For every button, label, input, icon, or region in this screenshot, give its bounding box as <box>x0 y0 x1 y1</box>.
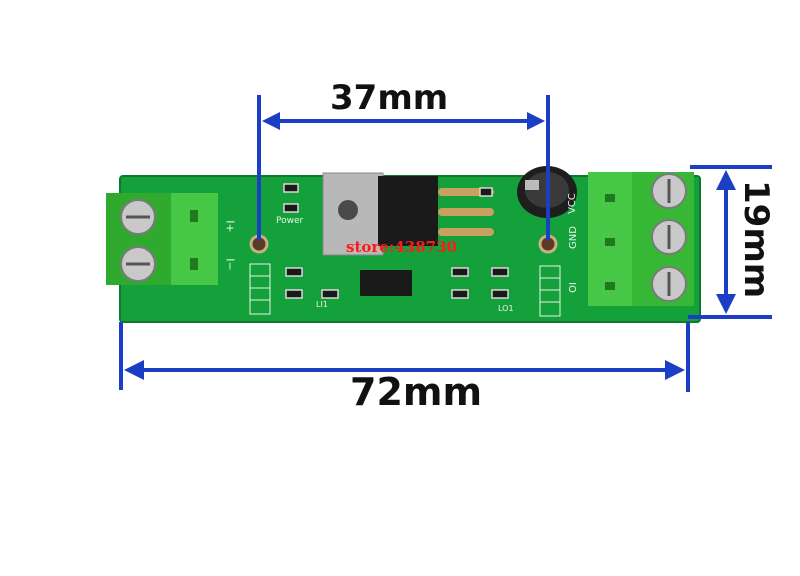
hole-spacing-label: 37mm <box>330 78 449 118</box>
input-plus-silk-label: I+ <box>223 220 237 233</box>
right-terminal-block <box>588 172 694 306</box>
lo-silk-label: LO1 <box>498 304 514 313</box>
vcc-silk-label: VCC <box>566 193 578 214</box>
smd-components <box>283 183 509 299</box>
voltage-regulator <box>322 172 494 296</box>
voltage-select-left <box>249 263 271 315</box>
store-watermark: store:438730 <box>346 238 457 256</box>
dimension-lines <box>119 95 772 392</box>
voltage-select-right <box>539 265 561 317</box>
board-width-label: 19mm <box>736 180 776 299</box>
gnd-silk-label: GND <box>567 226 579 249</box>
io-silk-label: IO <box>565 282 577 293</box>
power-silk-label: Power <box>276 216 304 226</box>
left-terminal-block <box>106 193 218 285</box>
li-silk-label: LI1 <box>316 300 328 309</box>
board-length-label: 72mm <box>350 370 483 414</box>
input-minus-silk-label: I− <box>223 258 237 271</box>
